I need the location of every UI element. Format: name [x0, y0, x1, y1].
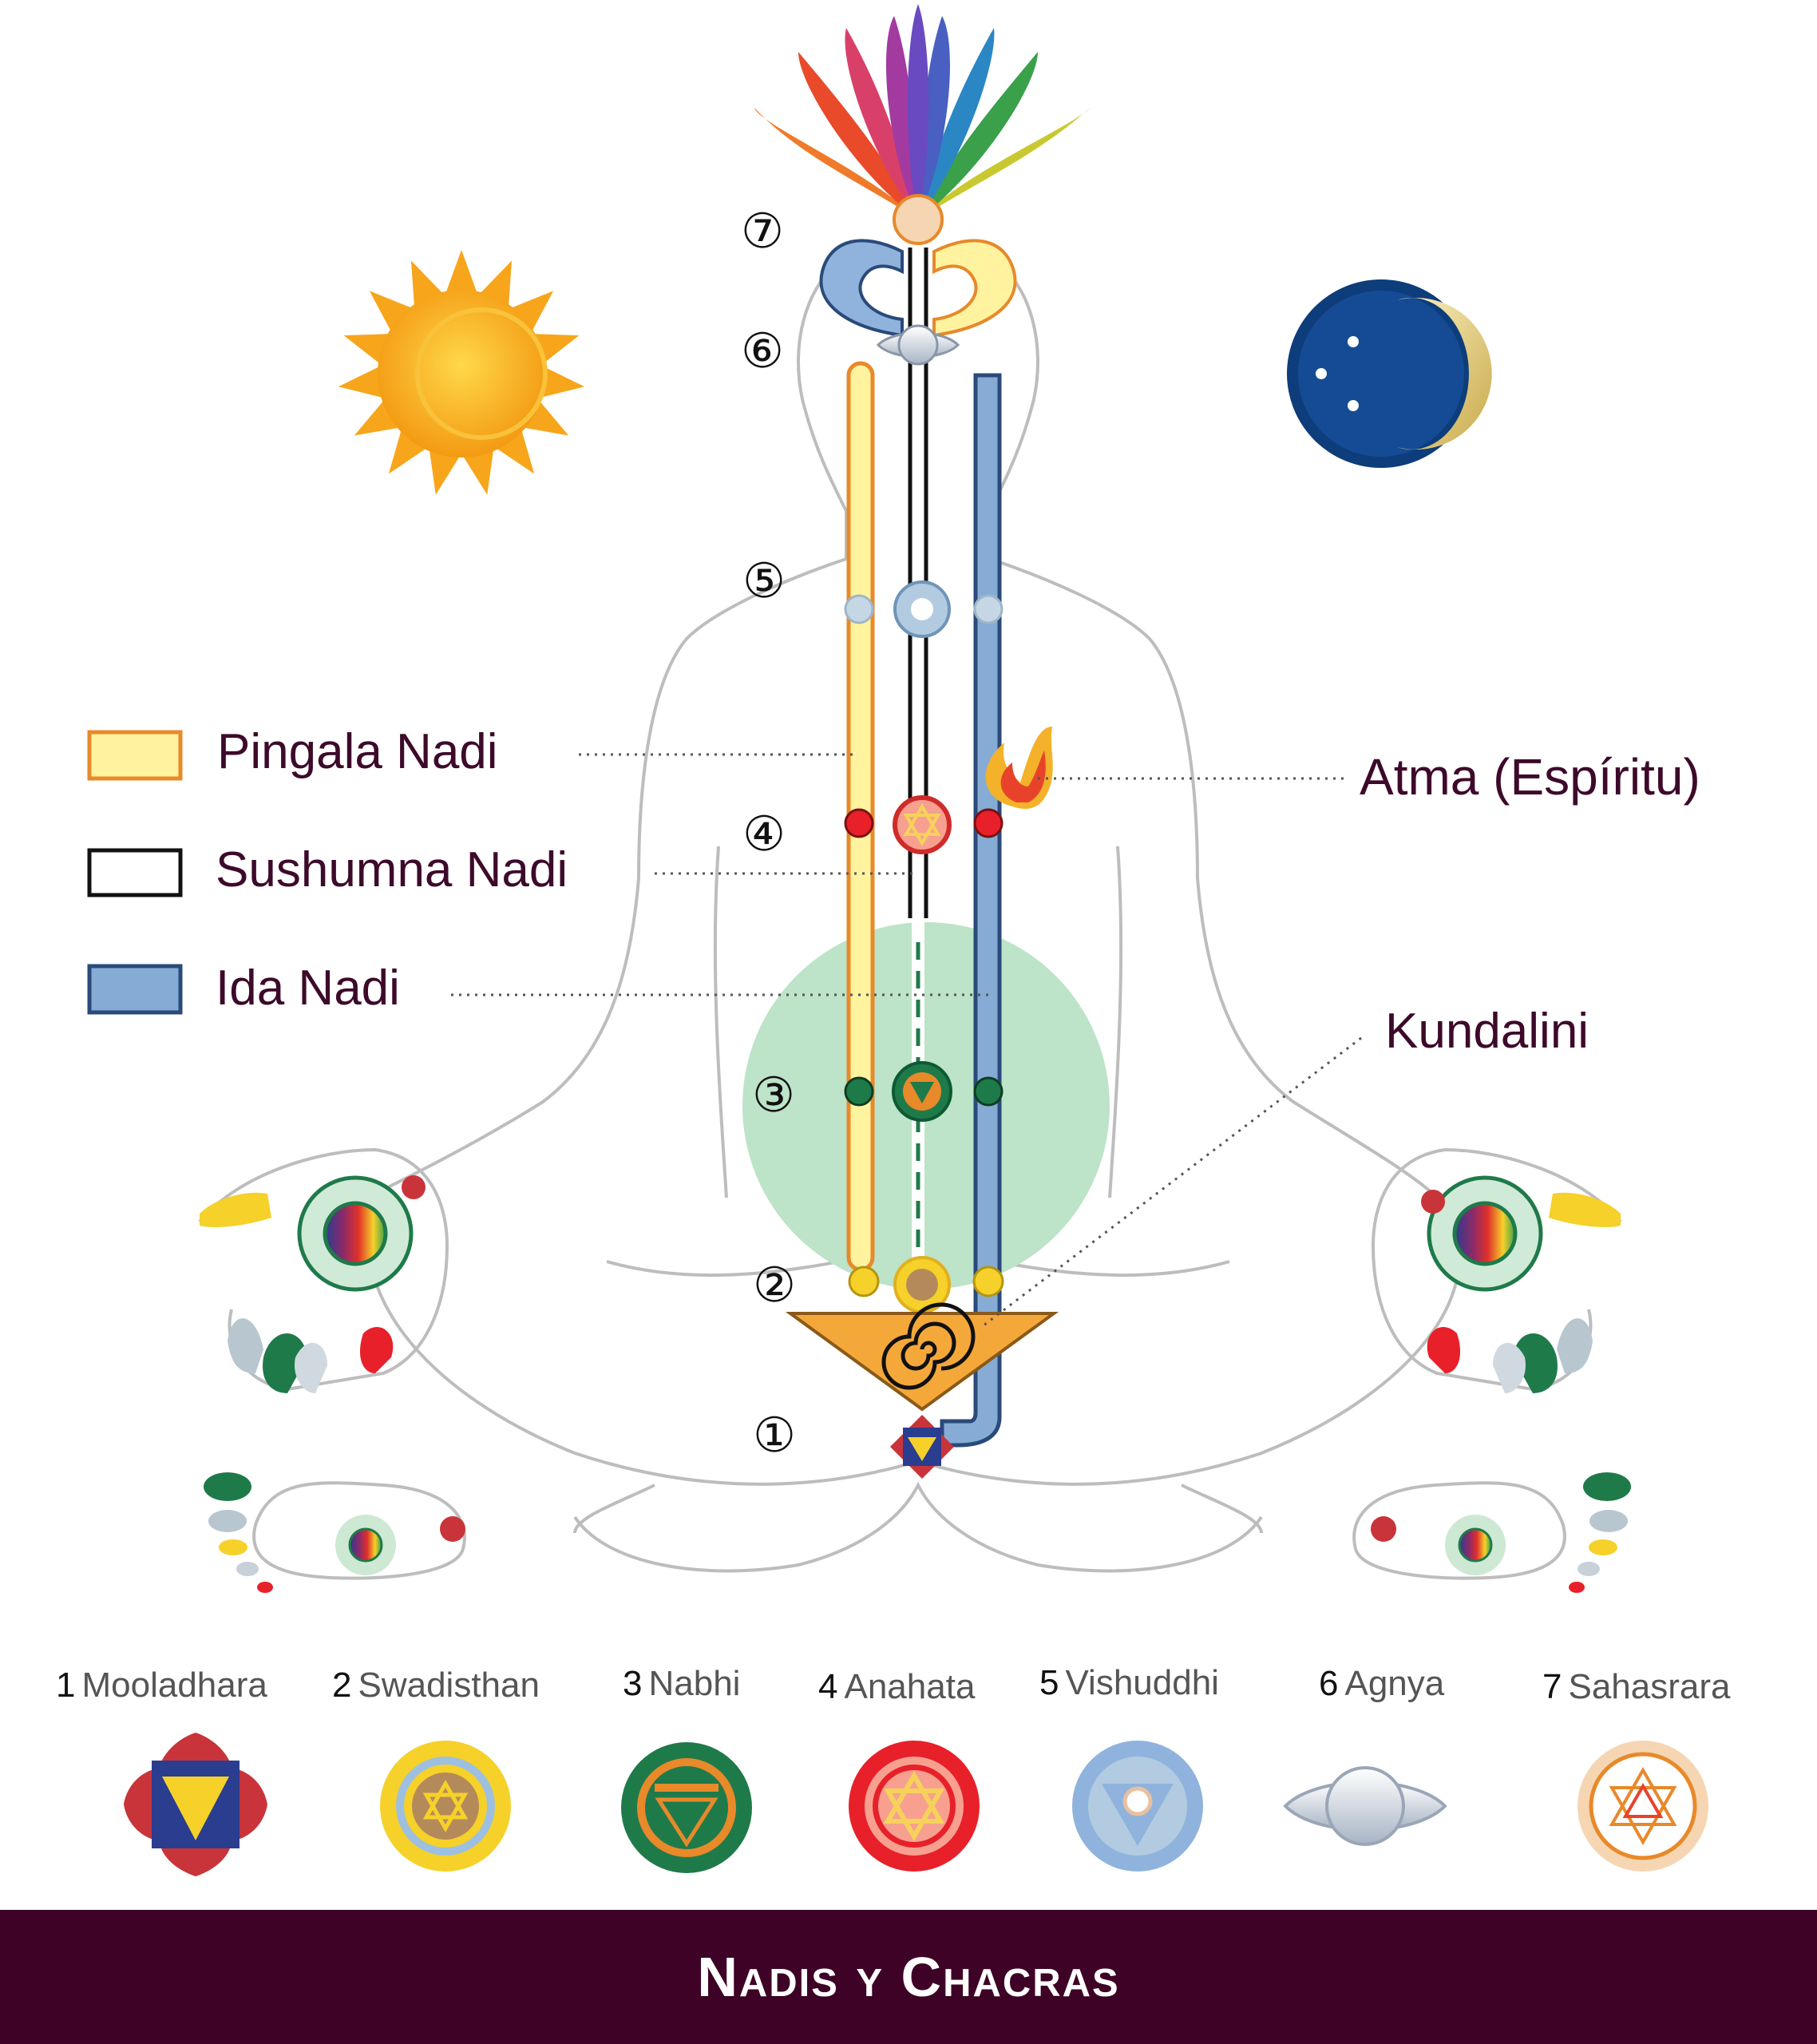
legend-swatch-pingala [87, 730, 183, 781]
right-hand [1371, 1147, 1622, 1392]
moon-icon [1287, 279, 1492, 468]
legend-swatch-sushumna [87, 848, 183, 897]
legend-swatch-ida [87, 964, 183, 1015]
chakra-3-num: 3 [623, 1664, 642, 1703]
flame-icon [985, 727, 1053, 809]
nabhi-node [844, 1061, 1004, 1122]
swadisthan-symbol [380, 1741, 511, 1872]
marker-6: ⑥ [741, 323, 784, 379]
mooladhara-symbol [124, 1733, 267, 1876]
marker-2: ② [753, 1258, 796, 1313]
nabhi-symbol [621, 1742, 752, 1873]
leader-lines [451, 753, 1362, 1327]
chakra-7-num: 7 [1542, 1667, 1562, 1706]
kundalini-label: Kundalini [1385, 1004, 1589, 1059]
agnya-node [876, 324, 960, 366]
atma-label: Atma (Espíritu) [1360, 748, 1700, 806]
chakra-markers: ⑦ ⑥ ⑤ ④ ③ ② ① [741, 204, 796, 1464]
chakra-7-name: Sahasrara [1568, 1667, 1731, 1706]
legend-label-pingala: Pingala Nadi [217, 724, 498, 779]
kundalini-triangle [785, 1302, 1059, 1412]
chakra-5-num: 5 [1039, 1663, 1059, 1702]
marker-4: ④ [742, 806, 786, 862]
marker-1: ① [753, 1408, 796, 1464]
footer-title: Nadis y Chacras [697, 1946, 1120, 2008]
footer-banner: Nadis y Chacras [0, 1910, 1817, 2044]
chakra-4-num: 4 [818, 1667, 837, 1706]
chakra-3-name: Nabhi [648, 1664, 740, 1703]
lotus-icon [754, 4, 1090, 245]
marker-3: ③ [752, 1068, 795, 1123]
swadisthan-node [848, 1256, 1004, 1313]
right-foot [1352, 1472, 1631, 1593]
chakra-4-name: Anahata [844, 1667, 975, 1706]
left-hand [198, 1147, 449, 1392]
spiral-icon [881, 1302, 976, 1390]
legend-label-ida: Ida Nadi [216, 961, 400, 1016]
left-foot [204, 1472, 466, 1593]
sahasrara-symbol [1578, 1741, 1708, 1872]
anahata-symbol [849, 1741, 980, 1872]
vishuddhi-symbol [1072, 1741, 1203, 1872]
chakra-2-name: Swadisthan [358, 1666, 539, 1705]
chakra-2-num: 2 [332, 1666, 351, 1705]
chakra-1-name: Mooladhara [81, 1666, 267, 1705]
anahata-node [844, 795, 1004, 854]
nadi-head-loops [819, 239, 1017, 338]
chakra-1-num: 1 [56, 1666, 75, 1705]
mooladhara-node [890, 1415, 954, 1479]
chakra-6-name: Agnya [1344, 1664, 1444, 1703]
sun-icon [338, 250, 585, 495]
agnya-symbol [1283, 1766, 1447, 1846]
legend: Pingala Nadi Sushumna Nadi Ida Nadi [87, 724, 568, 1016]
chakra-6-num: 6 [1319, 1664, 1338, 1703]
legend-label-sushumna: Sushumna Nadi [216, 842, 568, 897]
marker-7: ⑦ [741, 204, 784, 259]
vishuddhi-node [844, 580, 1004, 638]
chakra-5-name: Vishuddhi [1065, 1663, 1218, 1702]
marker-5: ⑤ [742, 553, 786, 609]
